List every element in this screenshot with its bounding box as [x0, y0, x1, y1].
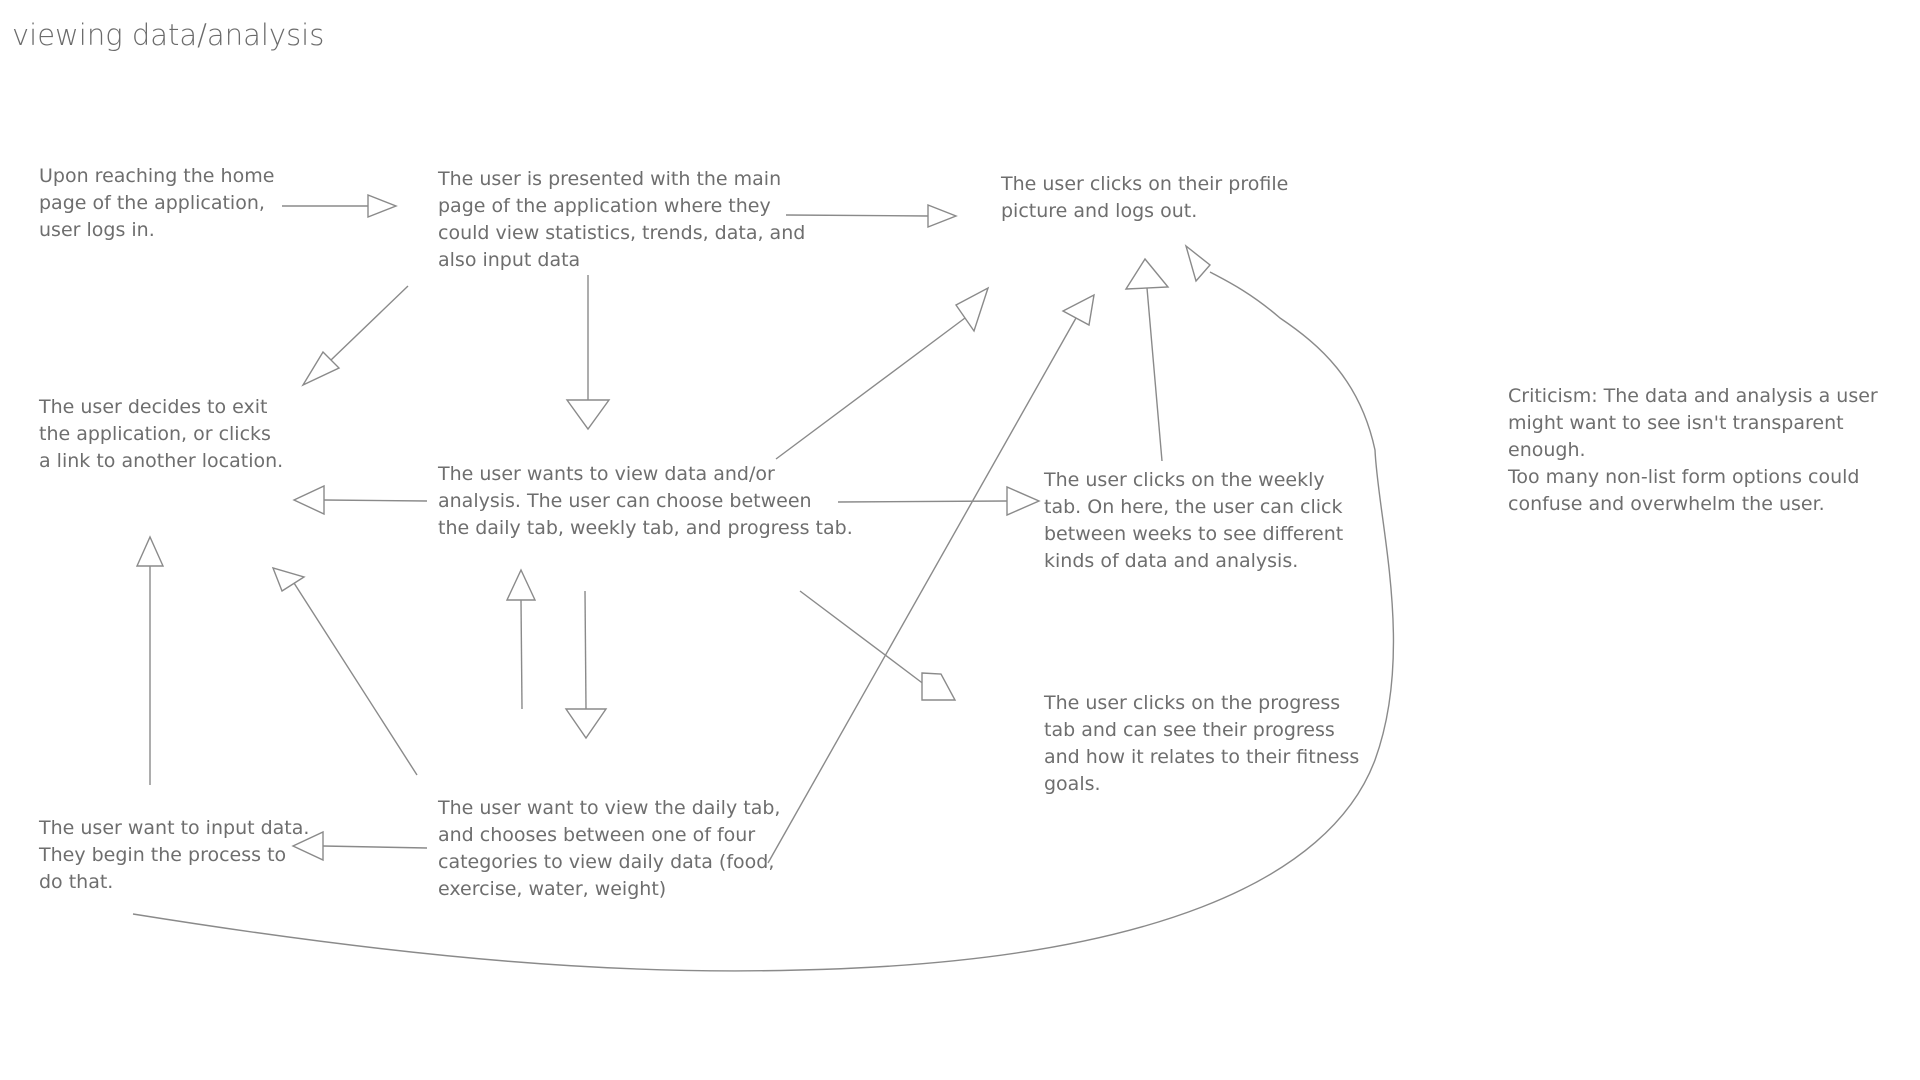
arrow-view-to-progress	[799, 590, 957, 701]
arrow-main-to-logout	[785, 203, 958, 229]
arrow-main-to-view	[565, 275, 611, 431]
arrow-main-to-exit	[301, 285, 409, 387]
node-input-data: The user want to input data. They begin …	[39, 817, 310, 893]
arrow-daily-to-logout	[767, 293, 1095, 864]
node-progress-tab: The user clicks on the progress tab and …	[1044, 692, 1360, 795]
node-daily-tab: The user want to view the daily tab, and…	[438, 797, 781, 900]
node-criticism: Criticism: The data and analysis a user …	[1508, 385, 1878, 515]
arrow-daily-to-view	[505, 568, 537, 710]
node-main-page: The user is presented with the main page…	[438, 168, 806, 271]
arrow-weekly-to-logout	[1124, 257, 1170, 462]
arrow-view-to-logout	[775, 286, 990, 460]
node-view-data: The user wants to view data and/or analy…	[438, 463, 853, 539]
node-home-login: Upon reaching the home page of the appli…	[39, 165, 275, 241]
arrow-view-to-daily	[564, 590, 608, 740]
node-exit-app: The user decides to exit the application…	[39, 396, 284, 472]
node-weekly-tab: The user clicks on the weekly tab. On he…	[1044, 469, 1344, 572]
arrow-daily-to-exit	[271, 566, 418, 776]
arrow-input-to-logout-curve	[132, 244, 1395, 972]
arrow-daily-to-input	[291, 830, 428, 862]
page-title: viewing data/analysis	[12, 18, 325, 52]
arrow-home-to-main	[282, 193, 398, 219]
arrow-view-to-exit	[292, 484, 428, 516]
node-logout: The user clicks on their profile picture…	[1001, 173, 1289, 222]
arrow-view-to-weekly	[837, 485, 1041, 517]
arrow-input-to-exit	[135, 535, 165, 785]
